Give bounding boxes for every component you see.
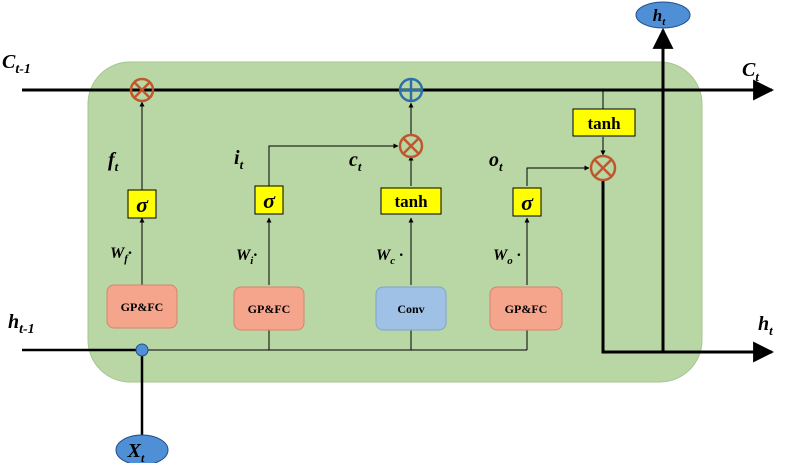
candidate-gate-base: c bbox=[349, 149, 358, 171]
output-weight-dot: · bbox=[513, 247, 521, 264]
h-top-node: ht bbox=[635, 1, 691, 29]
forget-sigma-box: σ bbox=[127, 189, 157, 219]
forget-weight-base: W bbox=[110, 245, 126, 262]
x-input-base: X bbox=[127, 440, 142, 462]
h-right-base: h bbox=[758, 313, 769, 335]
x-input-sub: t bbox=[141, 451, 145, 463]
cell-tanh-box: tanh bbox=[572, 108, 636, 137]
output-gpfc-label: GP&FC bbox=[505, 302, 548, 316]
forget-weight-sub: f bbox=[124, 253, 129, 265]
output-weight-base: W bbox=[493, 247, 509, 264]
forget-sigma-label: σ bbox=[136, 192, 149, 217]
h-right-sub: t bbox=[769, 323, 773, 338]
input-weight-dot: · bbox=[253, 247, 257, 264]
candidate-conv-box: Conv bbox=[375, 286, 447, 331]
output-multiply-icon bbox=[589, 154, 617, 182]
candidate-weight-label: Wc · bbox=[376, 247, 403, 267]
c-prev-base: C bbox=[2, 51, 16, 73]
input-weight-label: Wi· bbox=[236, 247, 257, 267]
candidate-tanh-label: tanh bbox=[394, 192, 428, 211]
forget-gpfc-box: GP&FC bbox=[106, 284, 178, 329]
output-gpfc-box: GP&FC bbox=[489, 286, 563, 331]
output-gate-label: ot bbox=[489, 149, 503, 174]
forget-weight-dot: · bbox=[128, 245, 132, 262]
input-sigma-label: σ bbox=[263, 188, 276, 213]
cell-tanh-label: tanh bbox=[587, 114, 621, 133]
hidden-output-line bbox=[601, 180, 775, 363]
forget-gate-base: f bbox=[108, 149, 117, 171]
candidate-conv-label: Conv bbox=[397, 302, 424, 316]
forget-multiply-icon bbox=[129, 77, 155, 103]
candidate-tanh-box: tanh bbox=[380, 187, 442, 215]
input-gpfc-box: GP&FC bbox=[233, 286, 305, 331]
output-sigma-box: σ bbox=[512, 187, 542, 217]
forget-gate-label: ft bbox=[108, 149, 119, 174]
output-arrow-2 bbox=[526, 165, 590, 186]
c-next-base: C bbox=[742, 59, 756, 81]
candidate-gate-label: ct bbox=[349, 149, 362, 174]
output-weight-label: Wo · bbox=[493, 247, 521, 267]
candidate-weight-sub: c bbox=[390, 255, 395, 267]
add-icon bbox=[398, 77, 424, 103]
input-weight-sub: i bbox=[250, 255, 254, 267]
h-prev-label: ht-1 bbox=[8, 311, 35, 337]
input-sigma-box: σ bbox=[254, 185, 284, 215]
output-gate-sub: t bbox=[499, 159, 503, 174]
c-prev-sub: t-1 bbox=[15, 62, 31, 77]
x-input-node: Xt bbox=[115, 434, 169, 466]
h-prev-base: h bbox=[8, 311, 19, 333]
input-arrow-2 bbox=[268, 143, 399, 186]
candidate-gate-sub: t bbox=[358, 159, 362, 174]
h-right-label: ht bbox=[758, 313, 773, 338]
input-weight-base: W bbox=[236, 247, 252, 264]
c-prev-label: Ct-1 bbox=[2, 51, 31, 77]
input-gpfc-label: GP&FC bbox=[248, 302, 291, 316]
h-top-sub: t bbox=[662, 16, 666, 28]
c-next-label: Ct bbox=[742, 59, 759, 84]
input-gate-label: it bbox=[234, 147, 244, 172]
svg-text:Xt: Xt bbox=[127, 440, 145, 463]
candidate-weight-base: W bbox=[376, 247, 392, 264]
forget-weight-label: Wf· bbox=[110, 245, 132, 265]
forget-gate-sub: t bbox=[115, 159, 119, 174]
input-gate-base: i bbox=[234, 147, 240, 169]
c-next-sub: t bbox=[755, 69, 759, 84]
input-gate-sub: t bbox=[240, 157, 244, 172]
output-gate-base: o bbox=[489, 149, 499, 171]
input-multiply-icon bbox=[398, 133, 424, 159]
forget-gpfc-label: GP&FC bbox=[121, 300, 164, 314]
candidate-weight-dot: · bbox=[395, 247, 403, 264]
output-sigma-label: σ bbox=[521, 190, 534, 215]
svg-text:ht: ht bbox=[653, 6, 666, 28]
h-prev-sub: t-1 bbox=[19, 322, 35, 337]
junction-node bbox=[135, 343, 149, 357]
output-weight-sub: o bbox=[507, 255, 513, 267]
h-top-base: h bbox=[653, 6, 662, 25]
